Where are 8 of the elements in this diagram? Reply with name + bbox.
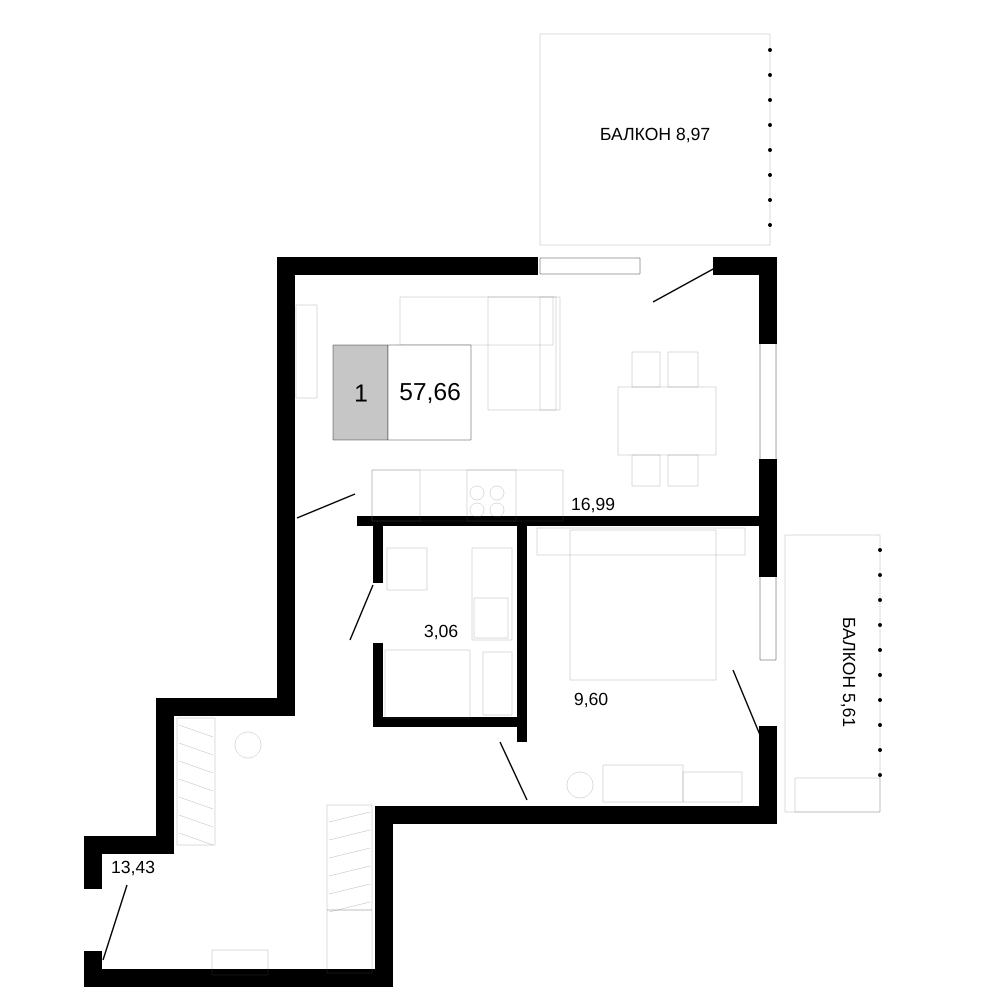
room-area: 16,99 <box>572 498 614 512</box>
apartment-number: 1 <box>356 384 367 402</box>
total-area: 57,66 <box>400 382 460 404</box>
balcony-label: БАЛКОН 5,61 <box>840 618 856 726</box>
room-area: 13,43 <box>112 860 154 876</box>
room-area: 9,60 <box>574 692 608 708</box>
room-area: 3,06 <box>424 624 458 640</box>
balcony-label: БАЛКОН 8,97 <box>601 128 710 142</box>
